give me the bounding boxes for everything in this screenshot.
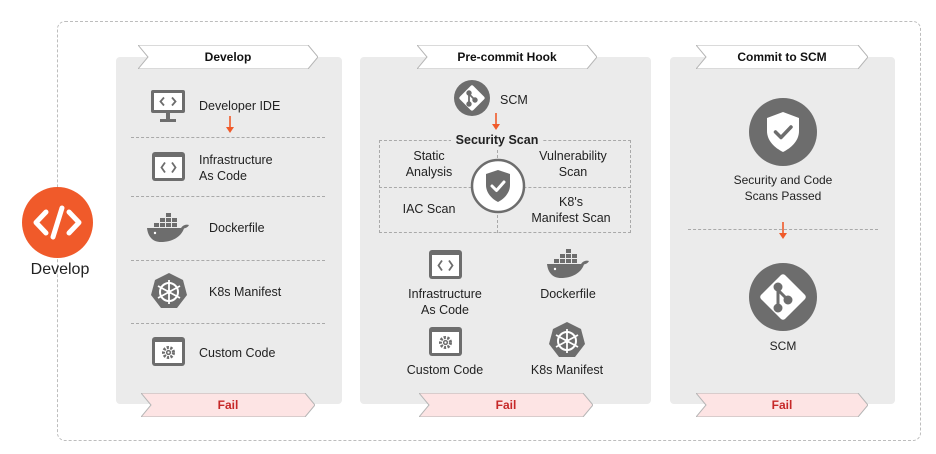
precommit-item-label: Custom Code	[406, 363, 484, 377]
docker-whale-icon	[145, 210, 191, 245]
stage-precommit-title: Pre-commit Hook	[457, 50, 557, 64]
divider	[131, 260, 325, 261]
gear-window-icon	[428, 326, 463, 357]
stage1-item-label: Infrastructure As Code	[199, 153, 273, 183]
monitor-code-icon	[150, 89, 186, 123]
stage-develop-banner: Develop	[138, 45, 318, 69]
scans-passed-label: Security and Code Scans Passed	[733, 173, 833, 203]
stage-precommit-panel	[360, 57, 651, 404]
arrow-down-icon	[224, 116, 236, 134]
divider	[131, 323, 325, 324]
scan-iac: IAC Scan	[402, 202, 456, 216]
precommit-item-label: Infrastructure As Code	[408, 287, 482, 317]
code-window-icon	[151, 151, 186, 182]
arrow-down-icon	[777, 222, 789, 240]
stage-commit-banner: Commit to SCM	[696, 45, 868, 69]
stage1-item-label: Custom Code	[199, 346, 276, 360]
develop-code-icon	[22, 187, 93, 258]
precommit-item-label: Dockerfile	[540, 287, 596, 301]
arrow-down-icon	[490, 113, 502, 131]
code-window-icon	[428, 249, 463, 280]
gear-window-icon	[151, 336, 186, 367]
stage-precommit-fail-banner: Fail	[419, 393, 593, 417]
stage1-item-label: K8s Manifest	[209, 285, 282, 299]
git-icon	[454, 80, 490, 116]
divider	[131, 137, 325, 138]
commit-scm-label: SCM	[769, 339, 797, 353]
scan-k8s-manifest: K8's Manifest Scan	[531, 195, 611, 225]
security-scan-title: Security Scan	[451, 132, 543, 148]
scan-static-analysis: Static Analysis	[405, 149, 453, 179]
fail-label: Fail	[495, 398, 517, 412]
divider	[131, 196, 325, 197]
shield-check-icon	[470, 158, 526, 214]
kubernetes-icon	[150, 272, 188, 310]
fail-label: Fail	[771, 398, 793, 412]
scan-vulnerability: Vulnerability Scan	[539, 149, 607, 179]
develop-label: Develop	[30, 261, 90, 278]
precommit-item-label: K8s Manifest	[530, 363, 604, 377]
stage1-item-label: Developer IDE	[199, 99, 281, 113]
docker-whale-icon	[545, 246, 591, 281]
stage-precommit-banner: Pre-commit Hook	[417, 45, 597, 69]
stage-commit-fail-banner: Fail	[696, 393, 868, 417]
fail-label: Fail	[217, 398, 239, 412]
git-icon	[749, 263, 817, 331]
stage-develop-fail-banner: Fail	[141, 393, 315, 417]
stage-develop-title: Develop	[204, 50, 252, 64]
stage-commit-title: Commit to SCM	[737, 50, 827, 64]
kubernetes-icon	[548, 321, 586, 359]
stage1-item-label: Dockerfile	[209, 221, 265, 235]
shield-check-icon	[749, 98, 817, 166]
precommit-scm-label: SCM	[500, 93, 528, 107]
